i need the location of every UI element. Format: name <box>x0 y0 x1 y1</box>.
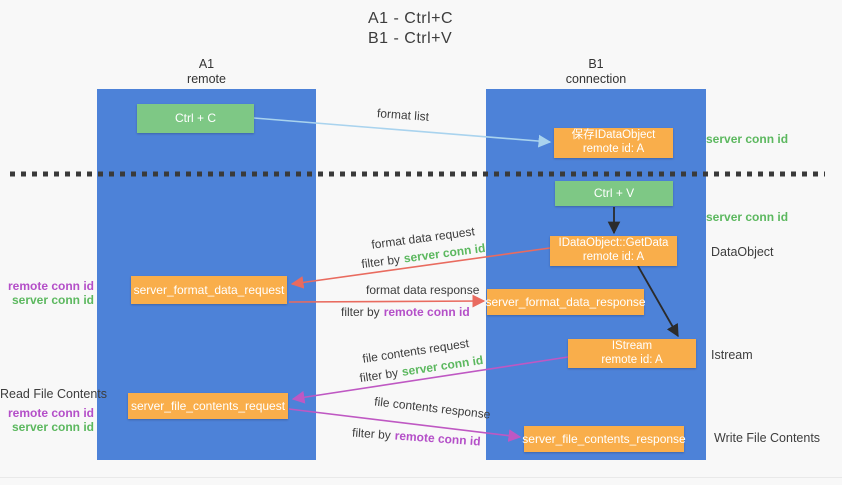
ctrl-v-label: Ctrl + V <box>593 186 635 201</box>
server-file-contents-response-box: server_file_contents_response <box>522 426 686 452</box>
column-b1-name: B1 <box>588 57 604 71</box>
file-contents-response-arrow <box>288 408 522 442</box>
title-line-1: A1 - Ctrl+C <box>368 10 454 27</box>
istream-line2: remote id: A <box>601 353 663 366</box>
column-a1-subtitle: remote <box>187 72 226 86</box>
ctrl-c-label: Ctrl + C <box>174 111 216 126</box>
format-list-arrow <box>253 117 552 148</box>
istream-box: IStream remote id: A <box>568 339 696 368</box>
ctrl-v-box: Ctrl + V <box>555 181 673 206</box>
column-header-a1: A1 remote <box>97 57 316 87</box>
write-file-contents-label: Write File Contents <box>714 431 821 445</box>
format-data-response-label: format data response <box>366 283 480 297</box>
server-file-contents-response-label: server_file_contents_response <box>522 431 686 446</box>
istream-line1: IStream <box>611 339 653 352</box>
bottom-divider <box>0 477 842 478</box>
left-remote-conn-id-label-1: remote conn id <box>7 279 94 293</box>
save-dataobject-line2: remote id: A <box>582 143 645 155</box>
server-format-data-request-box: server_format_data_request <box>131 276 287 304</box>
file-contents-request-arrow <box>291 356 569 404</box>
ctrl-c-box: Ctrl + C <box>137 104 254 133</box>
left-remote-conn-id-label-2: remote conn id <box>7 406 94 420</box>
left-server-conn-id-label-1: server conn id <box>11 293 94 307</box>
left-server-conn-id-label-2: server conn id <box>11 420 94 434</box>
getdata-line2: remote id: A <box>582 251 645 263</box>
getdata-to-istream-arrow <box>637 265 679 338</box>
column-a1-name: A1 <box>198 57 215 71</box>
column-header-b1: B1 connection <box>486 57 706 87</box>
filter-by-text: filter by <box>351 425 392 443</box>
filter-by-text: filter by <box>341 305 380 319</box>
read-file-contents-label: Read File Contents <box>0 387 108 401</box>
title-line-2: B1 - Ctrl+V <box>368 30 453 47</box>
column-b1-subtitle: connection <box>565 72 627 86</box>
format-data-request-arrow <box>290 247 551 289</box>
diagram-title: A1 - Ctrl+C B1 - Ctrl+V <box>368 9 453 49</box>
dataobject-label: DataObject <box>711 245 774 259</box>
server-file-contents-request-box: server_file_contents_request <box>128 393 288 419</box>
server-format-data-request-label: server_format_data_request <box>133 282 285 297</box>
save-dataobject-line1: 保存IDataObject <box>571 129 656 142</box>
remote-conn-id-term: remote conn id <box>383 305 470 319</box>
getdata-line1: IDataObject::GetData <box>558 237 669 250</box>
getdata-box: IDataObject::GetData remote id: A <box>550 236 677 266</box>
server-format-data-response-box: server_format_data_response <box>485 289 646 315</box>
right-server-conn-id-label-2: server conn id <box>706 210 789 224</box>
server-format-data-response-label: server_format_data_response <box>485 294 646 309</box>
format-data-response-arrow <box>288 294 486 308</box>
save-dataobject-box: 保存IDataObject remote id: A <box>554 128 673 158</box>
server-file-contents-request-label: server_file_contents_request <box>130 398 286 413</box>
right-server-conn-id-label-1: server conn id <box>706 132 789 146</box>
istream-side-label: Istream <box>711 348 753 362</box>
